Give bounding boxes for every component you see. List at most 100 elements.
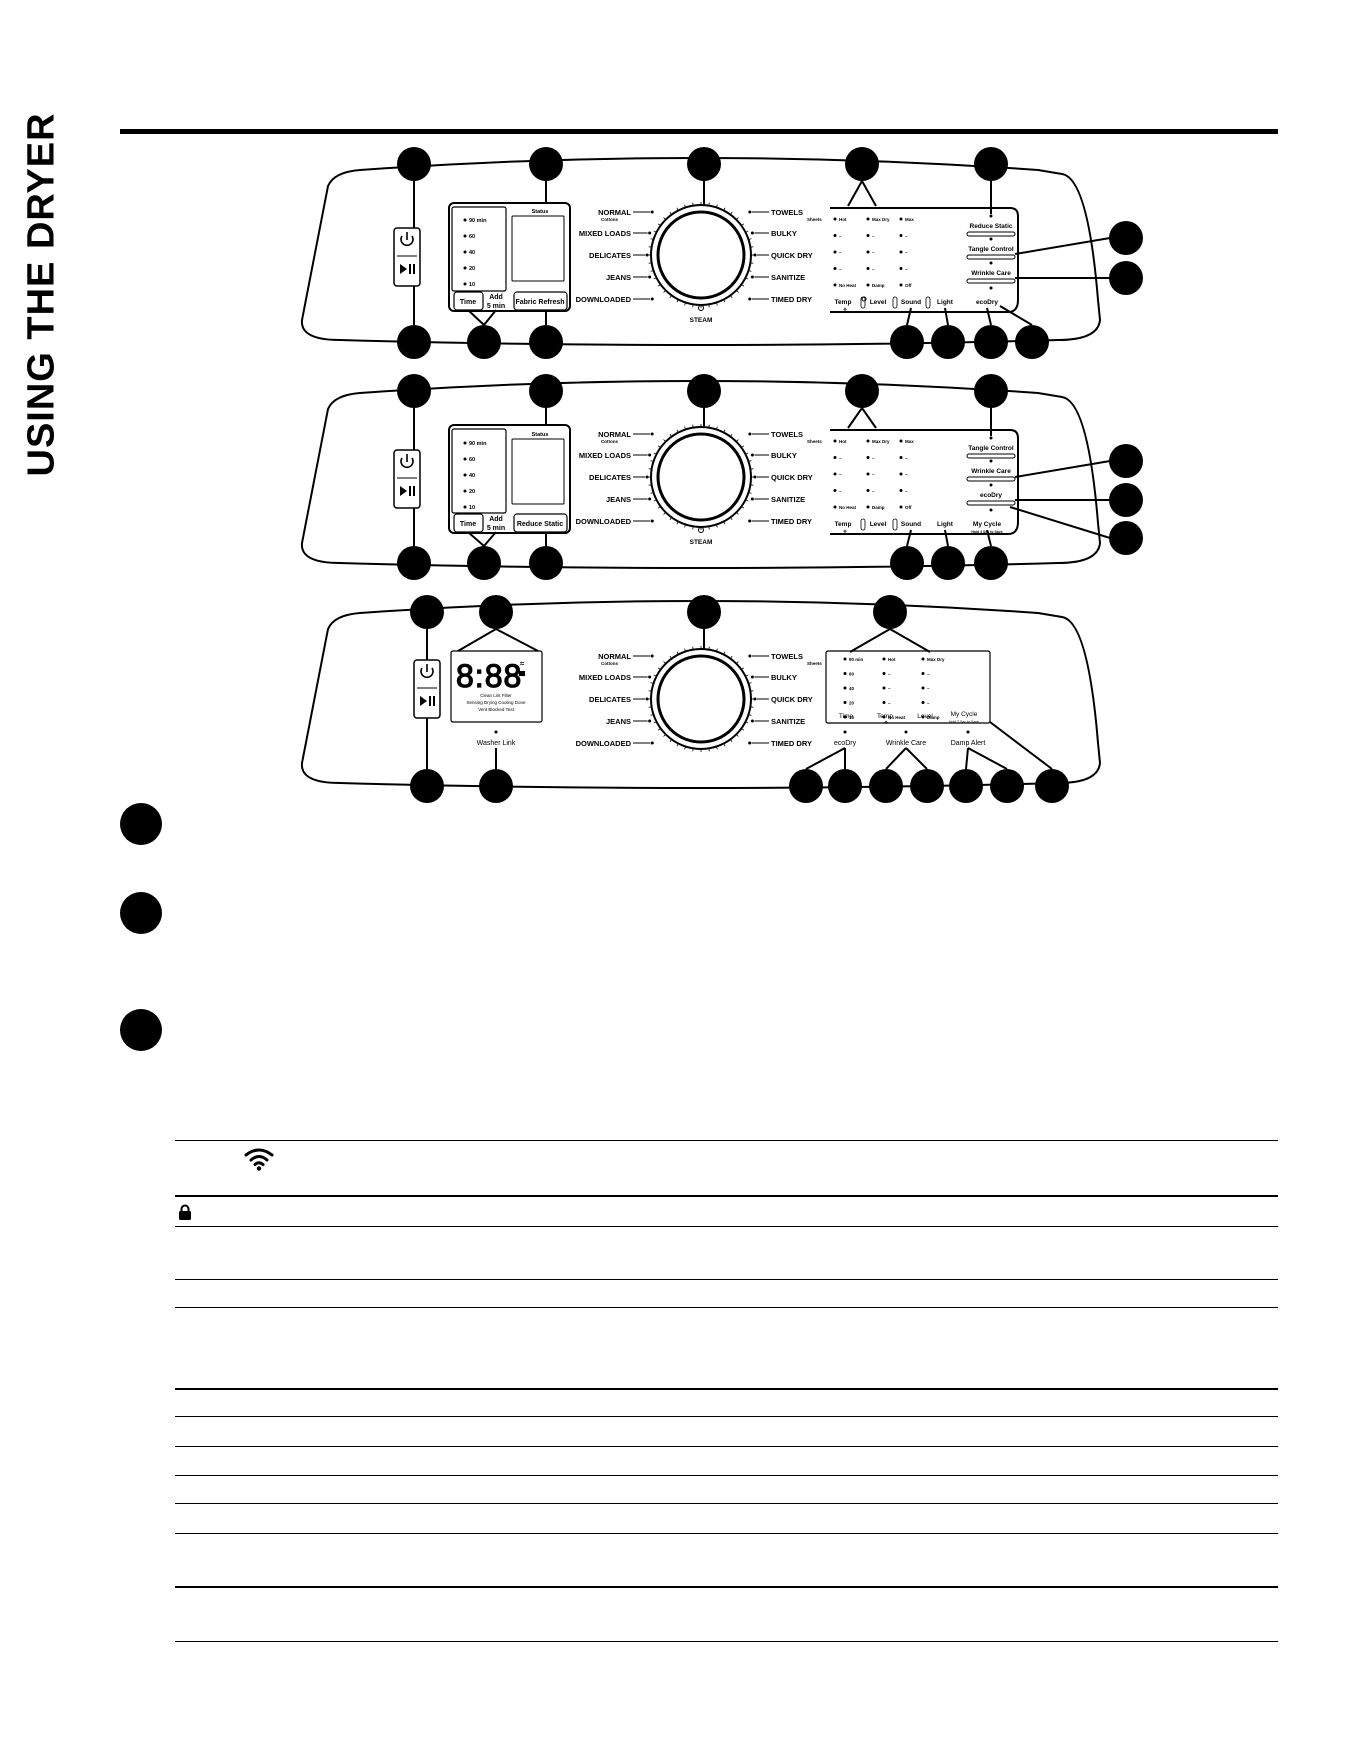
option-indicator xyxy=(966,231,1016,237)
cycle-label-right: TIMED DRY xyxy=(771,295,812,304)
panel-outline xyxy=(300,600,1102,789)
lock-status-icon xyxy=(519,671,525,676)
dial-tick xyxy=(745,674,749,677)
dial-tick xyxy=(723,207,726,211)
dial-tick xyxy=(745,499,749,502)
power-icon xyxy=(400,235,414,247)
setting-label: Damp xyxy=(927,715,940,720)
setting-indicator xyxy=(899,456,903,459)
cycle-indicator xyxy=(748,297,752,301)
status-label: Status xyxy=(532,432,549,438)
dial-tick xyxy=(736,439,739,442)
cycle-label-left: DOWNLOADED xyxy=(576,739,632,748)
option-indicator-dot xyxy=(989,237,993,241)
dial-tick xyxy=(736,661,739,664)
option-indicator-dot xyxy=(989,436,993,440)
option-indicator-dot xyxy=(843,730,847,734)
callout-number xyxy=(1109,261,1143,295)
dial-tick xyxy=(716,426,718,430)
cycle-label-left: MIXED LOADS xyxy=(579,451,631,460)
leader-line xyxy=(849,628,891,653)
cycle-label-left: JEANS xyxy=(606,717,631,726)
setting-label: 60 xyxy=(849,672,855,677)
dial-tick xyxy=(663,290,666,293)
leader-line xyxy=(847,180,863,207)
steam-indicator xyxy=(698,527,704,533)
cycle-label-right: TIMED DRY xyxy=(771,739,812,748)
callout-number xyxy=(1109,521,1143,555)
level-label: Level xyxy=(870,521,887,528)
setting-label: – xyxy=(839,234,842,239)
leader-line xyxy=(1014,460,1111,478)
callout-number xyxy=(1035,769,1069,803)
dial-tick xyxy=(663,661,666,664)
cycle-indicator xyxy=(753,697,757,701)
setting-indicator xyxy=(882,701,886,704)
cycle-dial-inner xyxy=(656,654,746,744)
cycle-indicator xyxy=(648,719,652,723)
leader-line xyxy=(999,305,1033,326)
cycle-dial xyxy=(650,426,752,528)
top-rule xyxy=(120,129,1278,134)
setting-indicator xyxy=(843,686,847,690)
setting-indicator xyxy=(843,701,847,704)
leader-line xyxy=(986,529,992,547)
washer-link-indicator xyxy=(494,730,498,734)
dial-tick xyxy=(730,655,733,659)
table-rule xyxy=(175,1279,1278,1280)
setting-indicator xyxy=(843,657,847,661)
setting-label: – xyxy=(905,456,908,461)
dial-tick xyxy=(653,452,657,455)
table-rule xyxy=(175,1503,1278,1504)
dial-tick xyxy=(741,667,745,670)
option-button-label: Reduce Static xyxy=(517,521,563,528)
callout-number xyxy=(974,546,1008,580)
dial-tick xyxy=(669,433,672,437)
setting-indicator xyxy=(899,267,903,270)
callout-number xyxy=(687,147,721,181)
dial-tick xyxy=(650,270,654,272)
time-option: 20 xyxy=(469,489,475,495)
setting-label: Max Dry xyxy=(872,439,890,444)
setting-indicator xyxy=(899,234,903,237)
dial-tick xyxy=(745,277,749,280)
dial-tick xyxy=(657,284,661,287)
dial-tick xyxy=(676,651,679,655)
status-window xyxy=(511,438,565,505)
callout-number xyxy=(974,374,1008,408)
dial-tick xyxy=(653,721,657,724)
leader-line xyxy=(847,407,863,429)
time-option: 60 xyxy=(469,457,475,463)
time-display xyxy=(451,206,507,292)
cycle-label-right: TIMED DRY xyxy=(771,517,812,526)
setting-label: Max Dry xyxy=(872,217,890,222)
my-cycle-sub-label: Hold 3 Sec to Save xyxy=(949,720,979,724)
time-option: 60 xyxy=(469,234,475,240)
setting-indicator xyxy=(833,472,837,476)
dial-tick xyxy=(736,512,739,515)
cycle-label-right: QUICK DRY xyxy=(771,251,813,260)
option-indicator-dot xyxy=(989,261,993,265)
option-label: Wrinkle Care xyxy=(971,468,1011,475)
cycle-label-left: DOWNLOADED xyxy=(576,517,632,526)
sound-separator xyxy=(892,518,898,531)
table-rule xyxy=(175,1533,1278,1534)
setting-label: – xyxy=(839,489,842,494)
cycle-label-right: TOWELS xyxy=(771,208,803,217)
dial-tick xyxy=(723,429,726,433)
option-label: Tangle Control xyxy=(968,246,1014,253)
cycle-indicator xyxy=(750,675,754,679)
cycle-indicator xyxy=(750,231,754,235)
dial-tick xyxy=(669,517,672,521)
setting-label: 20 xyxy=(849,701,855,706)
cycle-indicator xyxy=(750,497,754,501)
cycle-dial-inner xyxy=(656,432,746,522)
dial-tick xyxy=(730,295,733,299)
cycle-indicator xyxy=(650,654,654,658)
cycle-indicator xyxy=(748,654,752,658)
setting-indicator xyxy=(866,456,870,459)
power-icon xyxy=(400,457,414,469)
play-pause-icon xyxy=(400,486,407,496)
leader-line xyxy=(483,531,497,547)
setting-label: 10 xyxy=(849,715,855,720)
